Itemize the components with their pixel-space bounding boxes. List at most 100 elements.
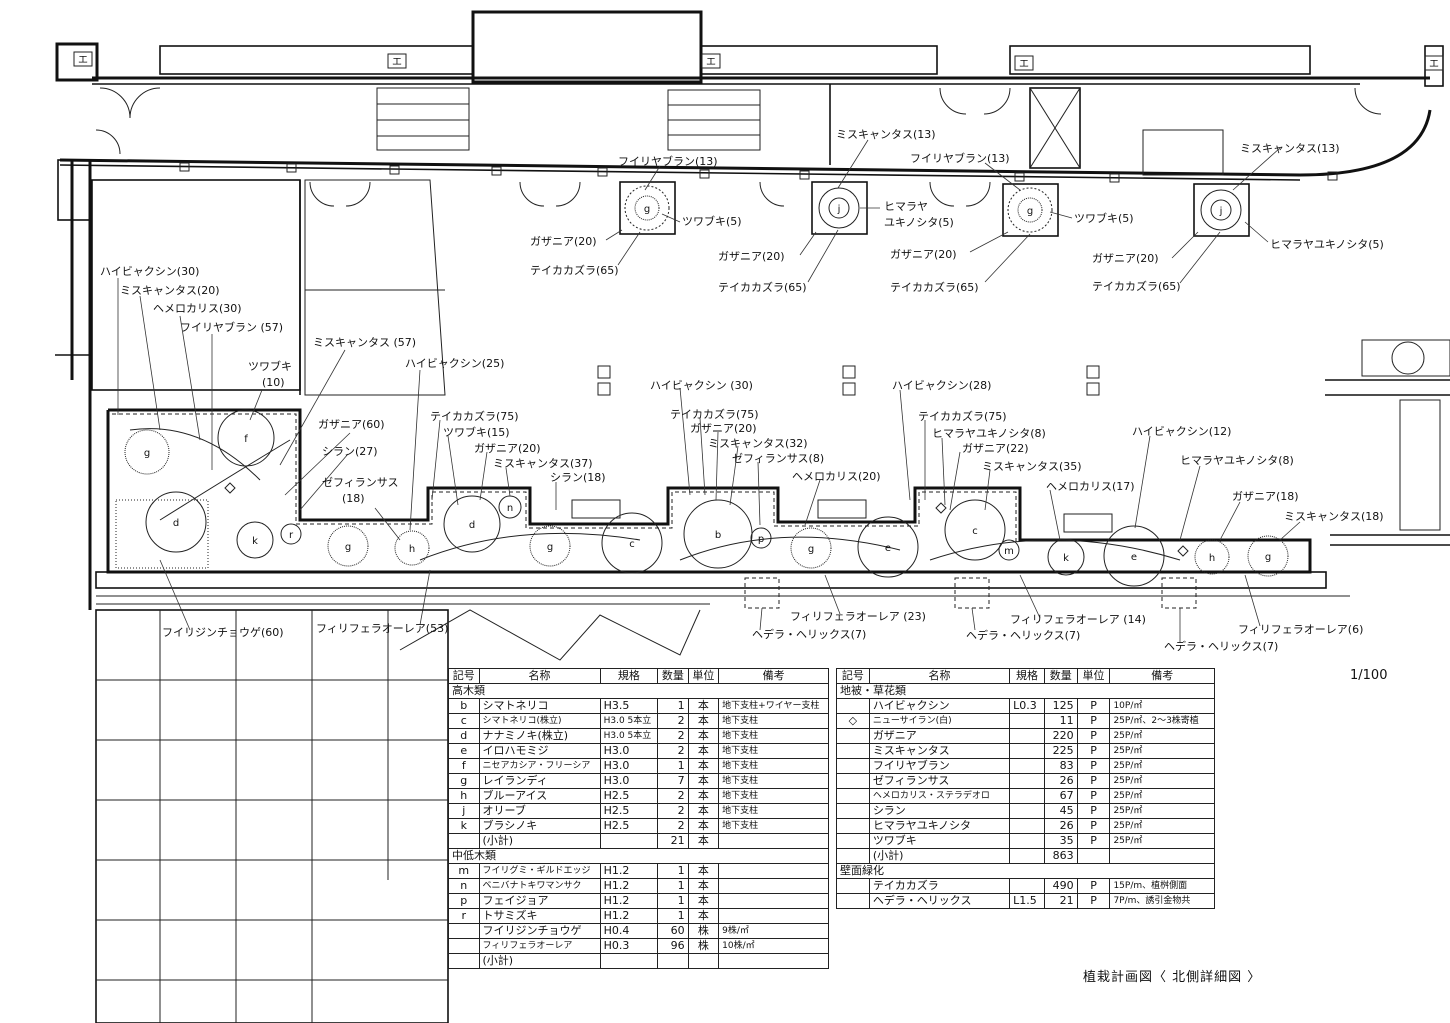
table-cell bbox=[599, 833, 659, 849]
trees: g j g j g f d k r g h d n g c b p g e bbox=[124, 195, 1289, 587]
col-note: 備考 bbox=[1109, 668, 1215, 684]
table-cell: 26 bbox=[1043, 818, 1078, 834]
table-cell: ヘメロカリス・ステラデオロ bbox=[868, 788, 1011, 804]
table-cell bbox=[1009, 818, 1045, 834]
plant-label: テイカカズラ(65) bbox=[1092, 279, 1181, 293]
section-row: 高木類 bbox=[448, 683, 829, 699]
col-note: 備考 bbox=[718, 668, 829, 684]
table-cell: H3.0 bbox=[599, 773, 659, 789]
table-cell: H2.5 bbox=[599, 818, 659, 834]
plant-label: フイリヤブラン(13) bbox=[618, 154, 718, 168]
plant-label: ゼフィランサス bbox=[322, 476, 399, 489]
building-walls bbox=[55, 10, 1450, 610]
table-cell: H1.2 bbox=[599, 908, 659, 924]
col-spec: 規格 bbox=[599, 668, 659, 684]
table-cell: 25P/㎡ bbox=[1109, 788, 1215, 804]
table-cell: H3.0 bbox=[599, 743, 659, 759]
table-cell: ◇ bbox=[836, 713, 870, 729]
table-cell bbox=[836, 788, 870, 804]
table-cell: 本 bbox=[687, 713, 720, 729]
plant-label: ツワブキ(5) bbox=[1074, 211, 1134, 225]
plant-label: ガザニア(20) bbox=[1092, 252, 1159, 265]
table-cell: 125 bbox=[1043, 698, 1078, 714]
table-cell bbox=[1076, 848, 1111, 864]
table-cell: 2 bbox=[657, 788, 689, 804]
plant-label: テイカカズラ(75) bbox=[918, 409, 1007, 423]
tree-tag: n bbox=[507, 503, 513, 514]
plant-label: ガザニア(20) bbox=[718, 250, 785, 263]
plant-label: フィリフェラオーレア (23) bbox=[790, 610, 926, 623]
table-cell: 83 bbox=[1043, 758, 1078, 774]
table-cell bbox=[836, 818, 870, 834]
table-cell: 2 bbox=[657, 803, 689, 819]
table-cell: 25P/㎡、2～3株寄植 bbox=[1109, 713, 1215, 729]
table-cell bbox=[1009, 743, 1045, 759]
table-cell: 21 bbox=[657, 833, 689, 849]
table-cell bbox=[1009, 833, 1045, 849]
table-cell: P bbox=[1076, 788, 1111, 804]
plant-label: ガザニア(60) bbox=[318, 418, 385, 431]
col-symbol: 記号 bbox=[448, 668, 480, 684]
plant-label: ヘデラ・ヘリックス(7) bbox=[1164, 639, 1278, 653]
table-cell bbox=[836, 743, 870, 759]
table-cell bbox=[448, 833, 480, 849]
table-cell: H1.2 bbox=[599, 863, 659, 879]
table-cell bbox=[718, 863, 829, 879]
table-cell: 地下支柱 bbox=[718, 788, 829, 804]
tree-tag: g bbox=[345, 542, 351, 553]
plant-label: フイリヤブラン (57) bbox=[180, 320, 283, 334]
table-cell: ミスキャンタス bbox=[868, 743, 1011, 759]
plant-label: ミスキャンタス(13) bbox=[1240, 142, 1340, 155]
table-cell: シラン bbox=[868, 803, 1011, 819]
tree-tag: b bbox=[715, 530, 721, 541]
table-cell: H2.5 bbox=[599, 803, 659, 819]
col-unit: 単位 bbox=[687, 668, 720, 684]
table-cell: 225 bbox=[1043, 743, 1078, 759]
table-cell: 地下支柱 bbox=[718, 758, 829, 774]
table-row: (小計)863 bbox=[836, 848, 1215, 864]
table-header: 記号 名称 規格 数量 単位 備考 bbox=[836, 668, 1215, 684]
table-cell: ヘデラ・ヘリックス bbox=[868, 893, 1011, 909]
tree-tag: m bbox=[1004, 546, 1014, 557]
table-cell: 1 bbox=[657, 758, 689, 774]
table-cell: ヒマラヤユキノシタ bbox=[868, 818, 1011, 834]
planting-bed bbox=[95, 408, 1350, 609]
table-row: (小計) bbox=[448, 953, 829, 969]
table-cell: ブルーアイス bbox=[478, 788, 601, 804]
tree-tag: f bbox=[244, 434, 248, 445]
plant-label: フィリフェラオーレア (14) bbox=[1010, 613, 1146, 626]
table-cell bbox=[1009, 713, 1045, 729]
section-name: 壁面緑化 bbox=[836, 863, 1215, 879]
table-cell bbox=[1009, 848, 1045, 864]
table-cell: 1 bbox=[657, 893, 689, 909]
wall-marker: エ bbox=[1429, 59, 1439, 70]
plant-label: テイカカズラ(75) bbox=[670, 407, 759, 421]
table-cell: g bbox=[448, 773, 480, 789]
wall-marker: エ bbox=[392, 57, 402, 68]
table-cell: 2 bbox=[657, 818, 689, 834]
table-cell bbox=[718, 893, 829, 909]
table-cell: k bbox=[448, 818, 480, 834]
table-cell: フイリヤブラン bbox=[868, 758, 1011, 774]
table-cell: イロハモミジ bbox=[478, 743, 601, 759]
col-symbol: 記号 bbox=[836, 668, 870, 684]
plant-label: ガザニア(22) bbox=[962, 442, 1029, 455]
wall-marker: エ bbox=[706, 57, 716, 68]
table-cell: P bbox=[1076, 698, 1111, 714]
plant-label: ガザニア(20) bbox=[474, 442, 541, 455]
table-cell: H3.0 bbox=[599, 758, 659, 774]
table-cell: H1.2 bbox=[599, 878, 659, 894]
table-cell bbox=[448, 938, 480, 954]
table-cell: H0.4 bbox=[599, 923, 659, 939]
plant-label: ミスキャンタス (57) bbox=[313, 336, 416, 349]
tree-tag: h bbox=[1209, 553, 1215, 564]
table-cell: 地下支柱 bbox=[718, 728, 829, 744]
table-cell: P bbox=[1076, 773, 1111, 789]
